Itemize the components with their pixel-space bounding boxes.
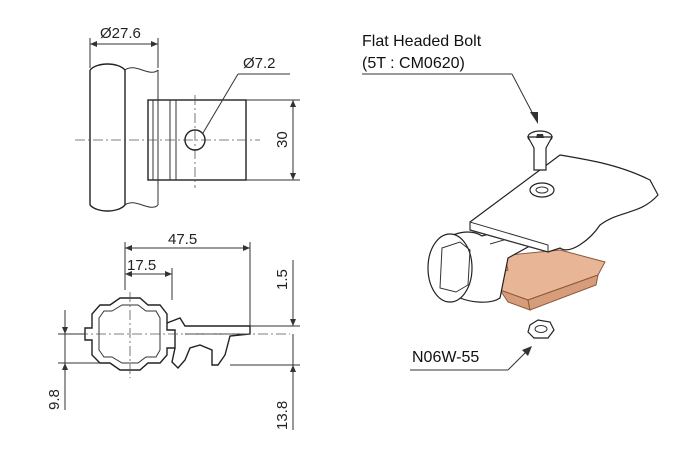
bolt-code-label: (5T : CM0620) <box>362 55 465 72</box>
offset-length-label: 17.5 <box>127 257 156 274</box>
side-view: 47.5 17.5 1.5 9.8 13.8 <box>46 231 300 430</box>
assembly-view: Flat Headed Bolt (5T : CM0620) N06W-55 <box>362 33 659 371</box>
top-view: Ø27.6 Ø7.2 30 <box>75 25 300 212</box>
overall-length-label: 47.5 <box>168 231 197 248</box>
height-label: 30 <box>274 131 291 148</box>
tube-diameter-label: Ø27.6 <box>100 25 141 42</box>
hole-diameter-label: Ø7.2 <box>243 55 276 72</box>
left-height-label: 9.8 <box>46 389 63 410</box>
top-thickness-label: 1.5 <box>274 269 291 290</box>
nut-code-label: N06W-55 <box>412 349 479 366</box>
bolt-name-label: Flat Headed Bolt <box>362 33 482 50</box>
right-height-label: 13.8 <box>274 401 291 430</box>
